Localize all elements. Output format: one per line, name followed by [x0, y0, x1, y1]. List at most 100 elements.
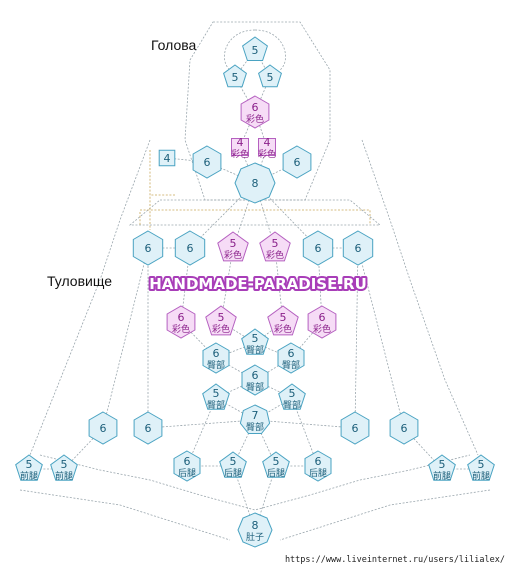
- node-label: 后腿: [224, 468, 242, 479]
- node-shape: [240, 95, 270, 129]
- node-label: 臀部: [246, 421, 264, 433]
- node-shape: [304, 450, 332, 482]
- node-count: 5: [289, 387, 296, 400]
- pattern-node: 4: [158, 149, 176, 167]
- node-label: 肚子: [246, 532, 264, 543]
- pattern-node: 5彩色: [217, 231, 249, 262]
- node-label: 前腿: [20, 470, 38, 482]
- pattern-node: 5前腿: [15, 454, 43, 482]
- node-shape: [50, 454, 78, 481]
- node-count: 6: [401, 422, 408, 435]
- pattern-node: 6: [132, 230, 164, 266]
- node-shape: [242, 36, 268, 61]
- pattern-node: 6臀部: [277, 342, 305, 374]
- node-shape: [133, 411, 163, 445]
- pattern-node: 6: [389, 411, 419, 445]
- pattern-node: 8肚子: [237, 512, 273, 548]
- node-label: 彩色: [212, 323, 230, 335]
- node-label: 后腿: [309, 468, 327, 479]
- node-shape: [278, 383, 306, 410]
- pattern-node: 4彩色: [258, 136, 276, 160]
- pattern-node: 8: [234, 162, 276, 204]
- node-shape: [173, 450, 201, 482]
- pattern-node: 5: [223, 64, 247, 88]
- node-shape: [342, 230, 374, 266]
- node-count: 5: [252, 44, 259, 57]
- pattern-node: 4彩色: [231, 136, 249, 160]
- head-label: Голова: [151, 37, 197, 53]
- node-count: 6: [252, 369, 259, 382]
- node-label: 彩色: [231, 148, 249, 160]
- watermark-text: HANDMADE-PARADISE.RU: [149, 275, 367, 293]
- pattern-node: 5后腿: [219, 451, 247, 479]
- node-shape: [205, 305, 237, 336]
- node-shape: [239, 404, 271, 434]
- node-label: 彩色: [313, 323, 331, 335]
- connector-line: [19, 489, 491, 541]
- node-shape: [223, 64, 247, 88]
- pattern-node: 5: [258, 64, 282, 88]
- pattern-node: 5彩色: [205, 305, 237, 336]
- node-shape: [237, 512, 273, 548]
- node-count: 5: [267, 71, 274, 84]
- node-count: 5: [272, 237, 279, 250]
- node-count: 5: [280, 311, 287, 324]
- node-shape: [267, 305, 299, 336]
- node-label: 臀部: [283, 399, 301, 411]
- node-count: 5: [273, 455, 280, 468]
- connector-line: [147, 419, 256, 429]
- node-label: 彩色: [172, 323, 190, 335]
- node-count: 6: [352, 422, 359, 435]
- watermark-outline: HANDMADE-PARADISE.RU: [149, 275, 367, 293]
- node-shape: [340, 411, 370, 445]
- node-count: 6: [315, 242, 322, 255]
- node-label: 前腿: [433, 470, 451, 482]
- node-shape: [219, 451, 247, 478]
- node-count: 5: [230, 455, 237, 468]
- node-count: 5: [230, 237, 237, 250]
- node-shape: [241, 328, 269, 355]
- node-count: 6: [145, 422, 152, 435]
- node-shape: [234, 162, 276, 204]
- node-shape: [231, 138, 249, 156]
- node-count: 4: [164, 152, 171, 165]
- node-shape: [302, 230, 334, 266]
- node-shape: [258, 138, 276, 156]
- pattern-node: 5臀部: [202, 383, 230, 411]
- pattern-node: 5彩色: [259, 231, 291, 262]
- node-label: 前腿: [472, 470, 490, 482]
- watermark: HANDMADE-PARADISE.RU HANDMADE-PARADISE.R…: [147, 273, 369, 295]
- connector-line: [254, 111, 268, 148]
- node-shape: [158, 149, 176, 167]
- node-count: 6: [187, 242, 194, 255]
- connector-line: [354, 247, 359, 429]
- node-label: 彩色: [224, 249, 242, 261]
- node-label: 臀部: [246, 344, 264, 356]
- node-shape: [389, 411, 419, 445]
- node-count: 5: [26, 458, 33, 471]
- connector-line: [239, 111, 256, 148]
- node-label: 彩色: [266, 249, 284, 261]
- node-shape: [258, 64, 282, 88]
- node-shape: [202, 383, 230, 410]
- node-label: 臀部: [207, 399, 225, 411]
- pattern-node: 6: [340, 411, 370, 445]
- node-shape: [202, 342, 230, 374]
- node-shape: [88, 411, 118, 445]
- node-shape: [307, 305, 337, 339]
- node-label: 彩色: [258, 148, 276, 160]
- connector-line: [128, 199, 382, 226]
- node-count: 6: [213, 347, 220, 360]
- node-count: 7: [252, 409, 259, 422]
- connector-line: [361, 139, 479, 456]
- node-shape: [217, 231, 249, 262]
- pattern-node: 5臀部: [241, 328, 269, 356]
- pattern-node: 6: [174, 230, 206, 266]
- node-label: 臀部: [246, 381, 264, 393]
- source-url: https://www.liveinternet.ru/users/lilial…: [285, 555, 505, 565]
- pattern-node: 6彩色: [166, 305, 196, 339]
- node-count: 6: [178, 311, 185, 324]
- node-label: 后腿: [178, 468, 196, 479]
- pattern-node: 6: [342, 230, 374, 266]
- pattern-node: 7臀部: [239, 404, 271, 434]
